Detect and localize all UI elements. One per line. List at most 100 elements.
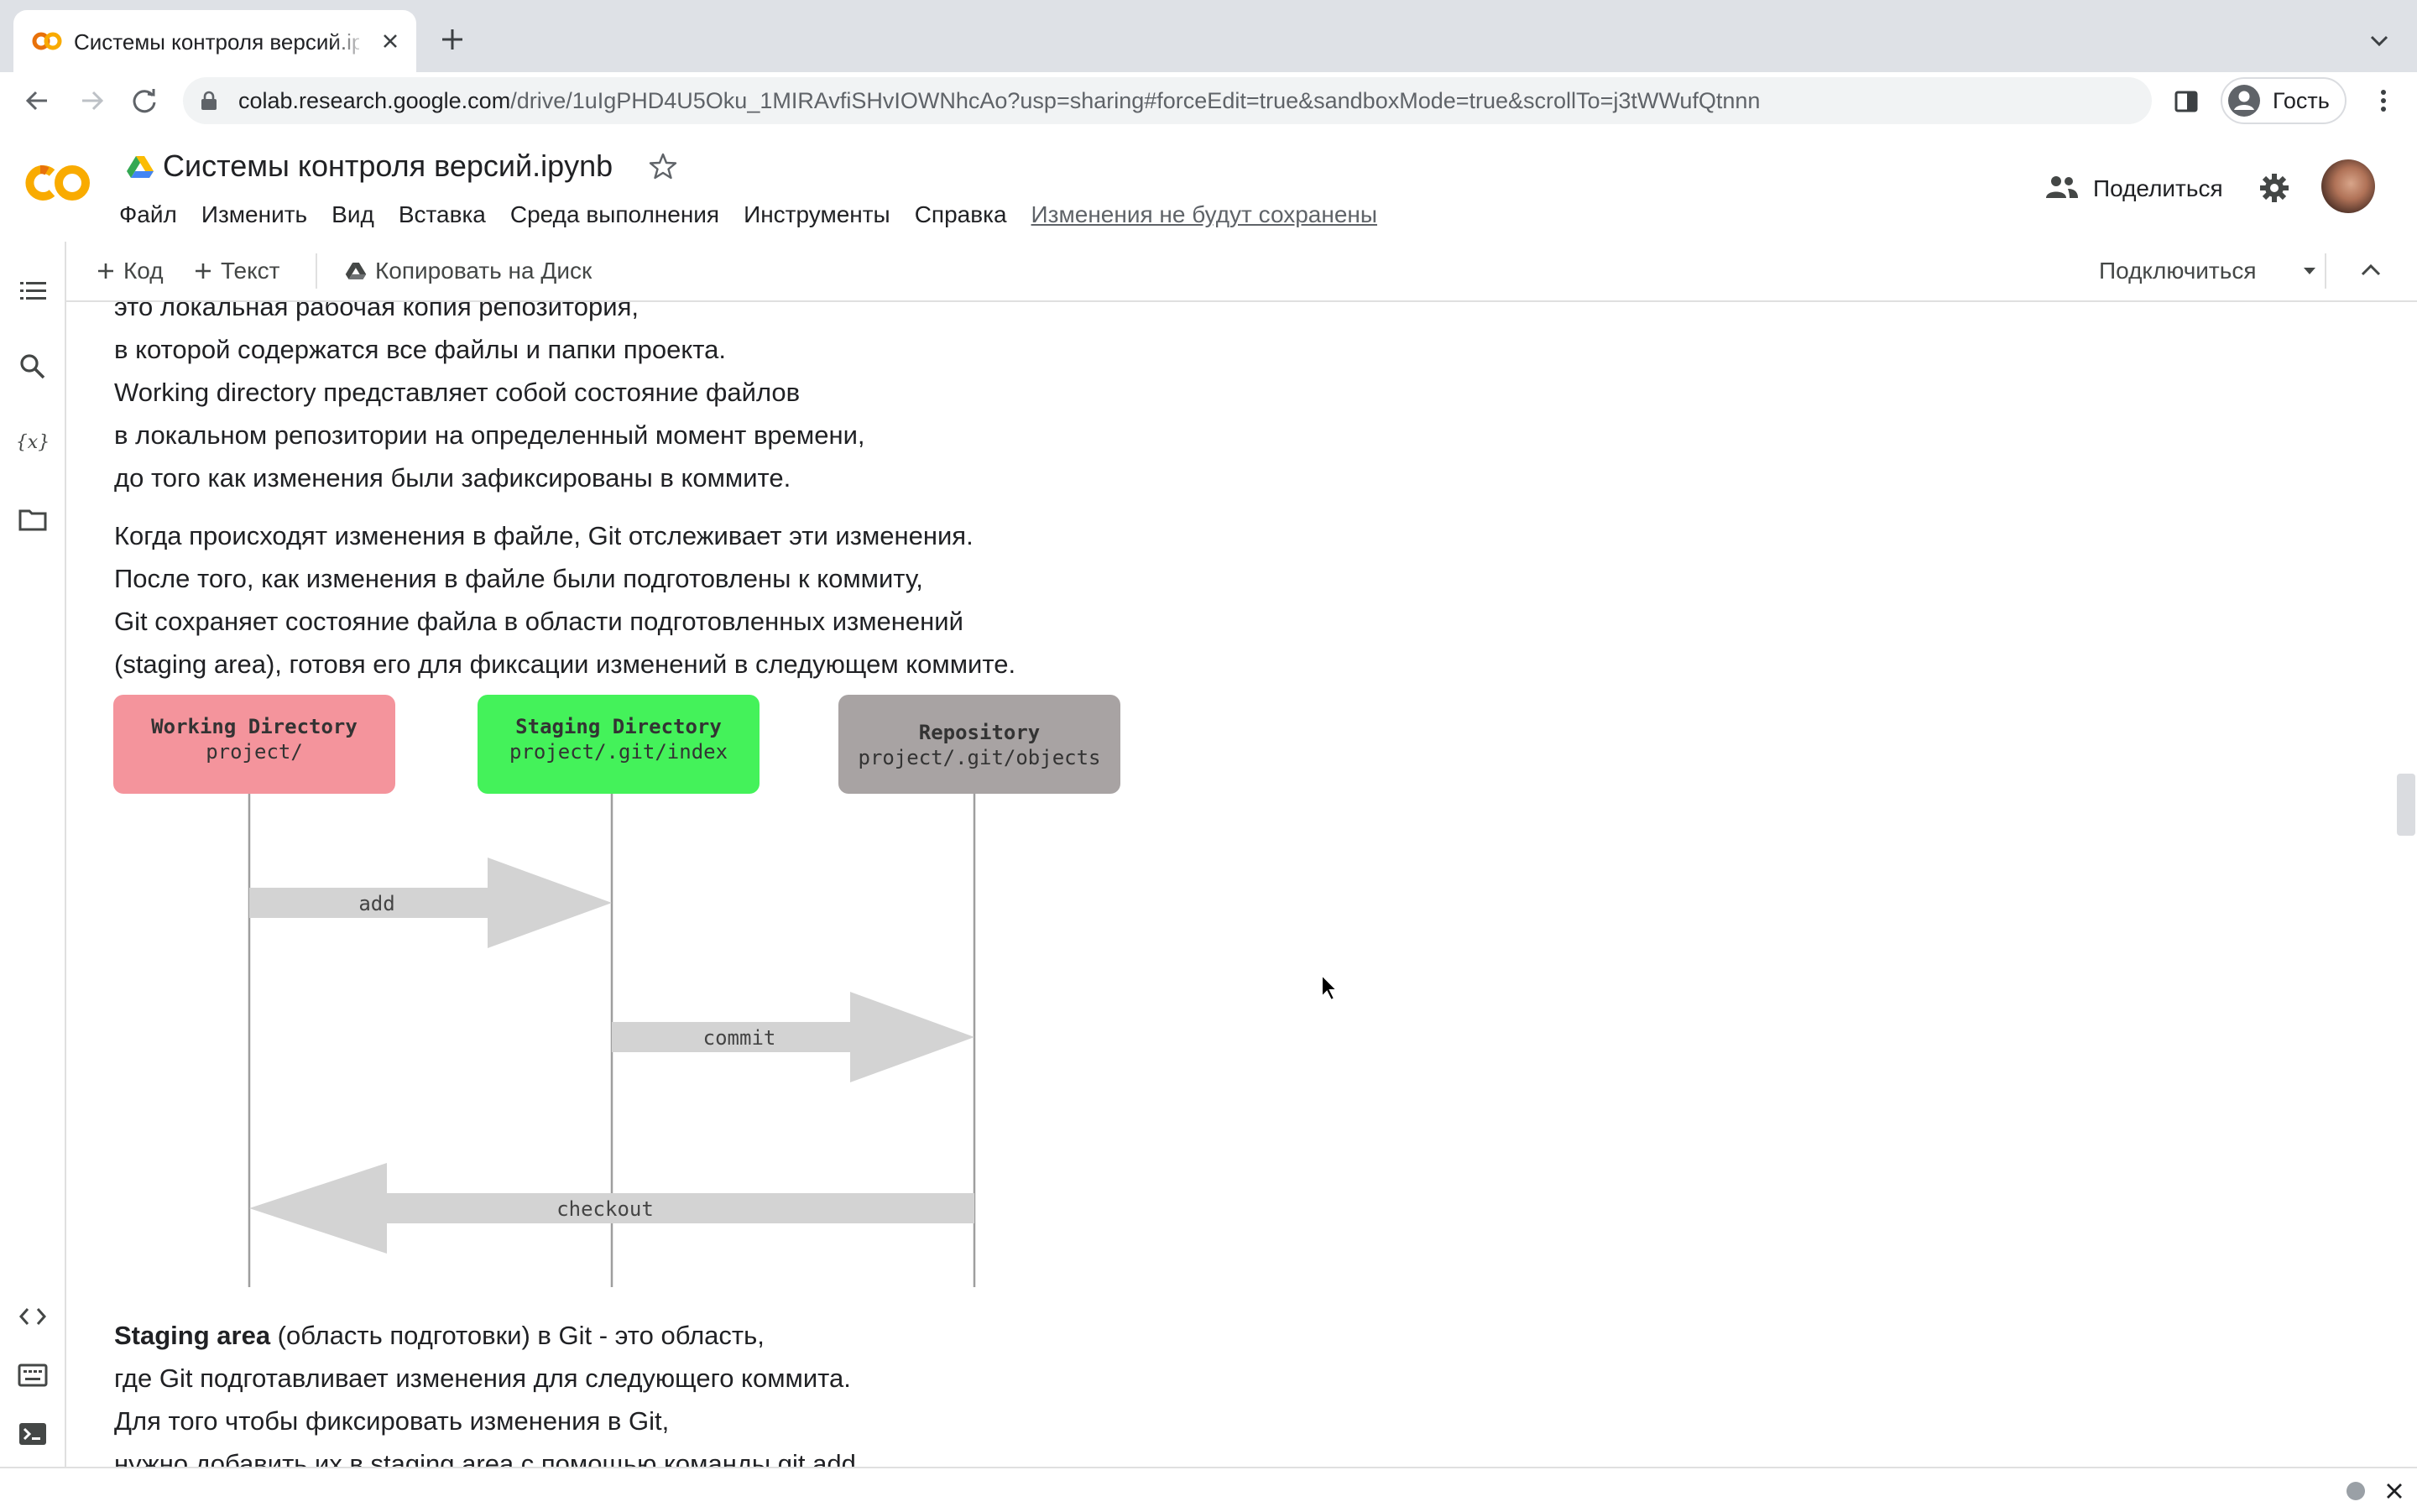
close-status-icon[interactable] [2383, 1480, 2405, 1502]
toolbar-divider [316, 253, 317, 289]
settings-gear-icon[interactable] [2258, 171, 2291, 205]
share-label: Поделиться [2093, 175, 2223, 201]
user-avatar[interactable] [2321, 159, 2375, 213]
tab-title-fade [332, 23, 366, 60]
command-palette-icon[interactable] [17, 1359, 49, 1391]
paragraph-line: это локальная рабочая копия репозитория, [114, 302, 639, 321]
box-title: Staging Directory [515, 715, 722, 738]
box-subtitle: project/.git/objects [859, 746, 1101, 769]
box-repository: Repository project/.git/objects [838, 695, 1120, 794]
paragraph-line: Staging area (область подготовки) в Git … [114, 1314, 864, 1357]
tab-search-chevron-icon[interactable] [2367, 29, 2392, 54]
unsaved-changes-link[interactable]: Изменения не будут сохранены [1031, 201, 1377, 227]
dropdown-caret-icon[interactable] [2300, 263, 2319, 279]
toolbar-divider-right [2325, 253, 2326, 289]
browser-tab-active[interactable]: Системы контроля версий.ipynb [13, 10, 416, 72]
plus-icon [98, 263, 113, 279]
profile-label: Гость [2273, 88, 2330, 113]
tab-title: Системы контроля версий.ipynb [74, 29, 359, 55]
variables-icon[interactable]: {x} [17, 426, 49, 458]
star-icon[interactable] [648, 151, 678, 181]
paragraph-line: Когда происходят изменения в файле, Git … [114, 521, 974, 550]
people-icon [2046, 176, 2078, 198]
menu-insert[interactable]: Вставка [398, 201, 486, 227]
paragraph-line: Для того чтобы фиксировать изменения в G… [114, 1406, 670, 1436]
add-code-label: Код [123, 258, 164, 284]
lock-icon[interactable] [200, 91, 218, 111]
box-title: Working Directory [151, 715, 358, 738]
files-folder-icon[interactable] [17, 503, 49, 535]
add-text-cell-button[interactable]: Текст [194, 252, 280, 290]
browser-menu-dots-icon[interactable] [2368, 86, 2399, 116]
git-areas-diagram: Working Directory project/ Staging Direc… [113, 695, 1120, 1287]
menu-file[interactable]: Файл [119, 201, 177, 227]
mouse-pointer-icon [1321, 973, 1339, 1002]
paragraph-line: (staging area), готовя его для фиксации … [114, 649, 1016, 679]
add-code-cell-button[interactable]: Код [97, 252, 164, 290]
box-working-directory: Working Directory project/ [113, 695, 395, 794]
copy-to-drive-button[interactable]: Копировать на Диск [345, 252, 592, 290]
box-title: Repository [919, 721, 1041, 744]
paragraph-line: в которой содержатся все файлы и папки п… [114, 335, 726, 364]
profile-button[interactable]: Гость [2221, 77, 2347, 124]
menu-help[interactable]: Справка [914, 201, 1007, 227]
paragraph-line: в локальном репозитории на определенный … [114, 420, 865, 450]
paragraph-line: нужно добавить их в staging area с помощ… [114, 1449, 864, 1467]
reload-icon[interactable] [128, 84, 161, 117]
google-drive-icon [127, 156, 154, 178]
url-host: colab.research.google.com [238, 88, 511, 113]
new-tab-plus-icon[interactable] [438, 25, 467, 54]
colab-favicon-icon [32, 32, 62, 50]
arrow-add: add [249, 858, 612, 948]
guest-profile-icon [2228, 85, 2260, 117]
box-subtitle: project/ [206, 740, 303, 764]
plus-icon [196, 263, 211, 279]
connect-label: Подключиться [2099, 258, 2257, 284]
text-cell-paragraph-1: это локальная рабочая копия репозитория,… [114, 302, 865, 499]
notebook-menu-bar: Файл Изменить Вид Вставка Среда выполнен… [119, 198, 1402, 232]
arrow-label: add [358, 892, 394, 915]
code-snippets-icon[interactable] [17, 1301, 49, 1332]
paragraph-line: до того как изменения были зафиксированы… [114, 463, 791, 493]
terminal-icon[interactable] [17, 1418, 49, 1450]
paragraph-line-rest: (область подготовки) в Git - это область… [270, 1321, 765, 1350]
browser-tabstrip: Системы контроля версий.ipynb [0, 0, 2417, 72]
paragraph-line: где Git подготавливает изменения для сле… [114, 1363, 851, 1393]
arrow-commit: commit [612, 992, 974, 1082]
arrow-label: commit [703, 1026, 776, 1050]
notebook-content: это локальная рабочая копия репозитория,… [66, 302, 2383, 1467]
close-tab-icon[interactable] [378, 29, 403, 54]
paragraph-line: Git сохраняет состояние файла в области … [114, 607, 963, 636]
left-sidebar-rail: {x} [0, 242, 66, 1467]
menu-edit[interactable]: Изменить [201, 201, 308, 227]
colab-header: Системы контроля версий.ipynb Файл Измен… [0, 129, 2417, 242]
url-path: /drive/1uIgPHD4U5Oku_1MIRAvfiSHvIOWNhcAo… [510, 88, 1761, 113]
bottom-status-bar [0, 1467, 2417, 1512]
address-bar[interactable]: colab.research.google.com/drive/1uIgPHD4… [183, 77, 2152, 124]
box-subtitle: project/.git/index [509, 740, 728, 764]
paragraph-line: После того, как изменения в файле были п… [114, 564, 923, 593]
runtime-status-dot[interactable] [2347, 1482, 2365, 1500]
text-cell-paragraph-3: Staging area (область подготовки) в Git … [114, 1314, 864, 1467]
vertical-scrollbar-thumb[interactable] [2397, 774, 2415, 836]
collapse-chevron-up-icon[interactable] [2356, 255, 2386, 285]
paragraph-line: Working directory представляет собой сос… [114, 378, 801, 407]
drive-copy-icon [345, 263, 367, 279]
menu-runtime[interactable]: Среда выполнения [509, 201, 720, 227]
arrow-checkout: checkout [249, 1163, 974, 1254]
back-arrow-icon[interactable] [20, 84, 54, 117]
side-panel-icon[interactable] [2172, 87, 2200, 116]
table-of-contents-icon[interactable] [17, 275, 49, 307]
notebook-toolbar: Код Текст Копировать на Диск Подключитьс… [66, 242, 2417, 302]
box-staging-directory: Staging Directory project/.git/index [478, 695, 760, 794]
url-text[interactable]: colab.research.google.com/drive/1uIgPHD4… [238, 77, 1760, 124]
forward-arrow-icon[interactable] [76, 84, 109, 117]
browser-toolbar: colab.research.google.com/drive/1uIgPHD4… [0, 72, 2417, 130]
search-icon[interactable] [17, 351, 49, 383]
staging-area-term: Staging area [114, 1321, 271, 1350]
menu-tools[interactable]: Инструменты [744, 201, 890, 227]
notebook-title[interactable]: Системы контроля версий.ipynb [163, 149, 613, 183]
menu-view[interactable]: Вид [331, 201, 374, 227]
colab-logo-icon[interactable] [23, 159, 94, 206]
copy-to-drive-label: Копировать на Диск [375, 258, 593, 284]
